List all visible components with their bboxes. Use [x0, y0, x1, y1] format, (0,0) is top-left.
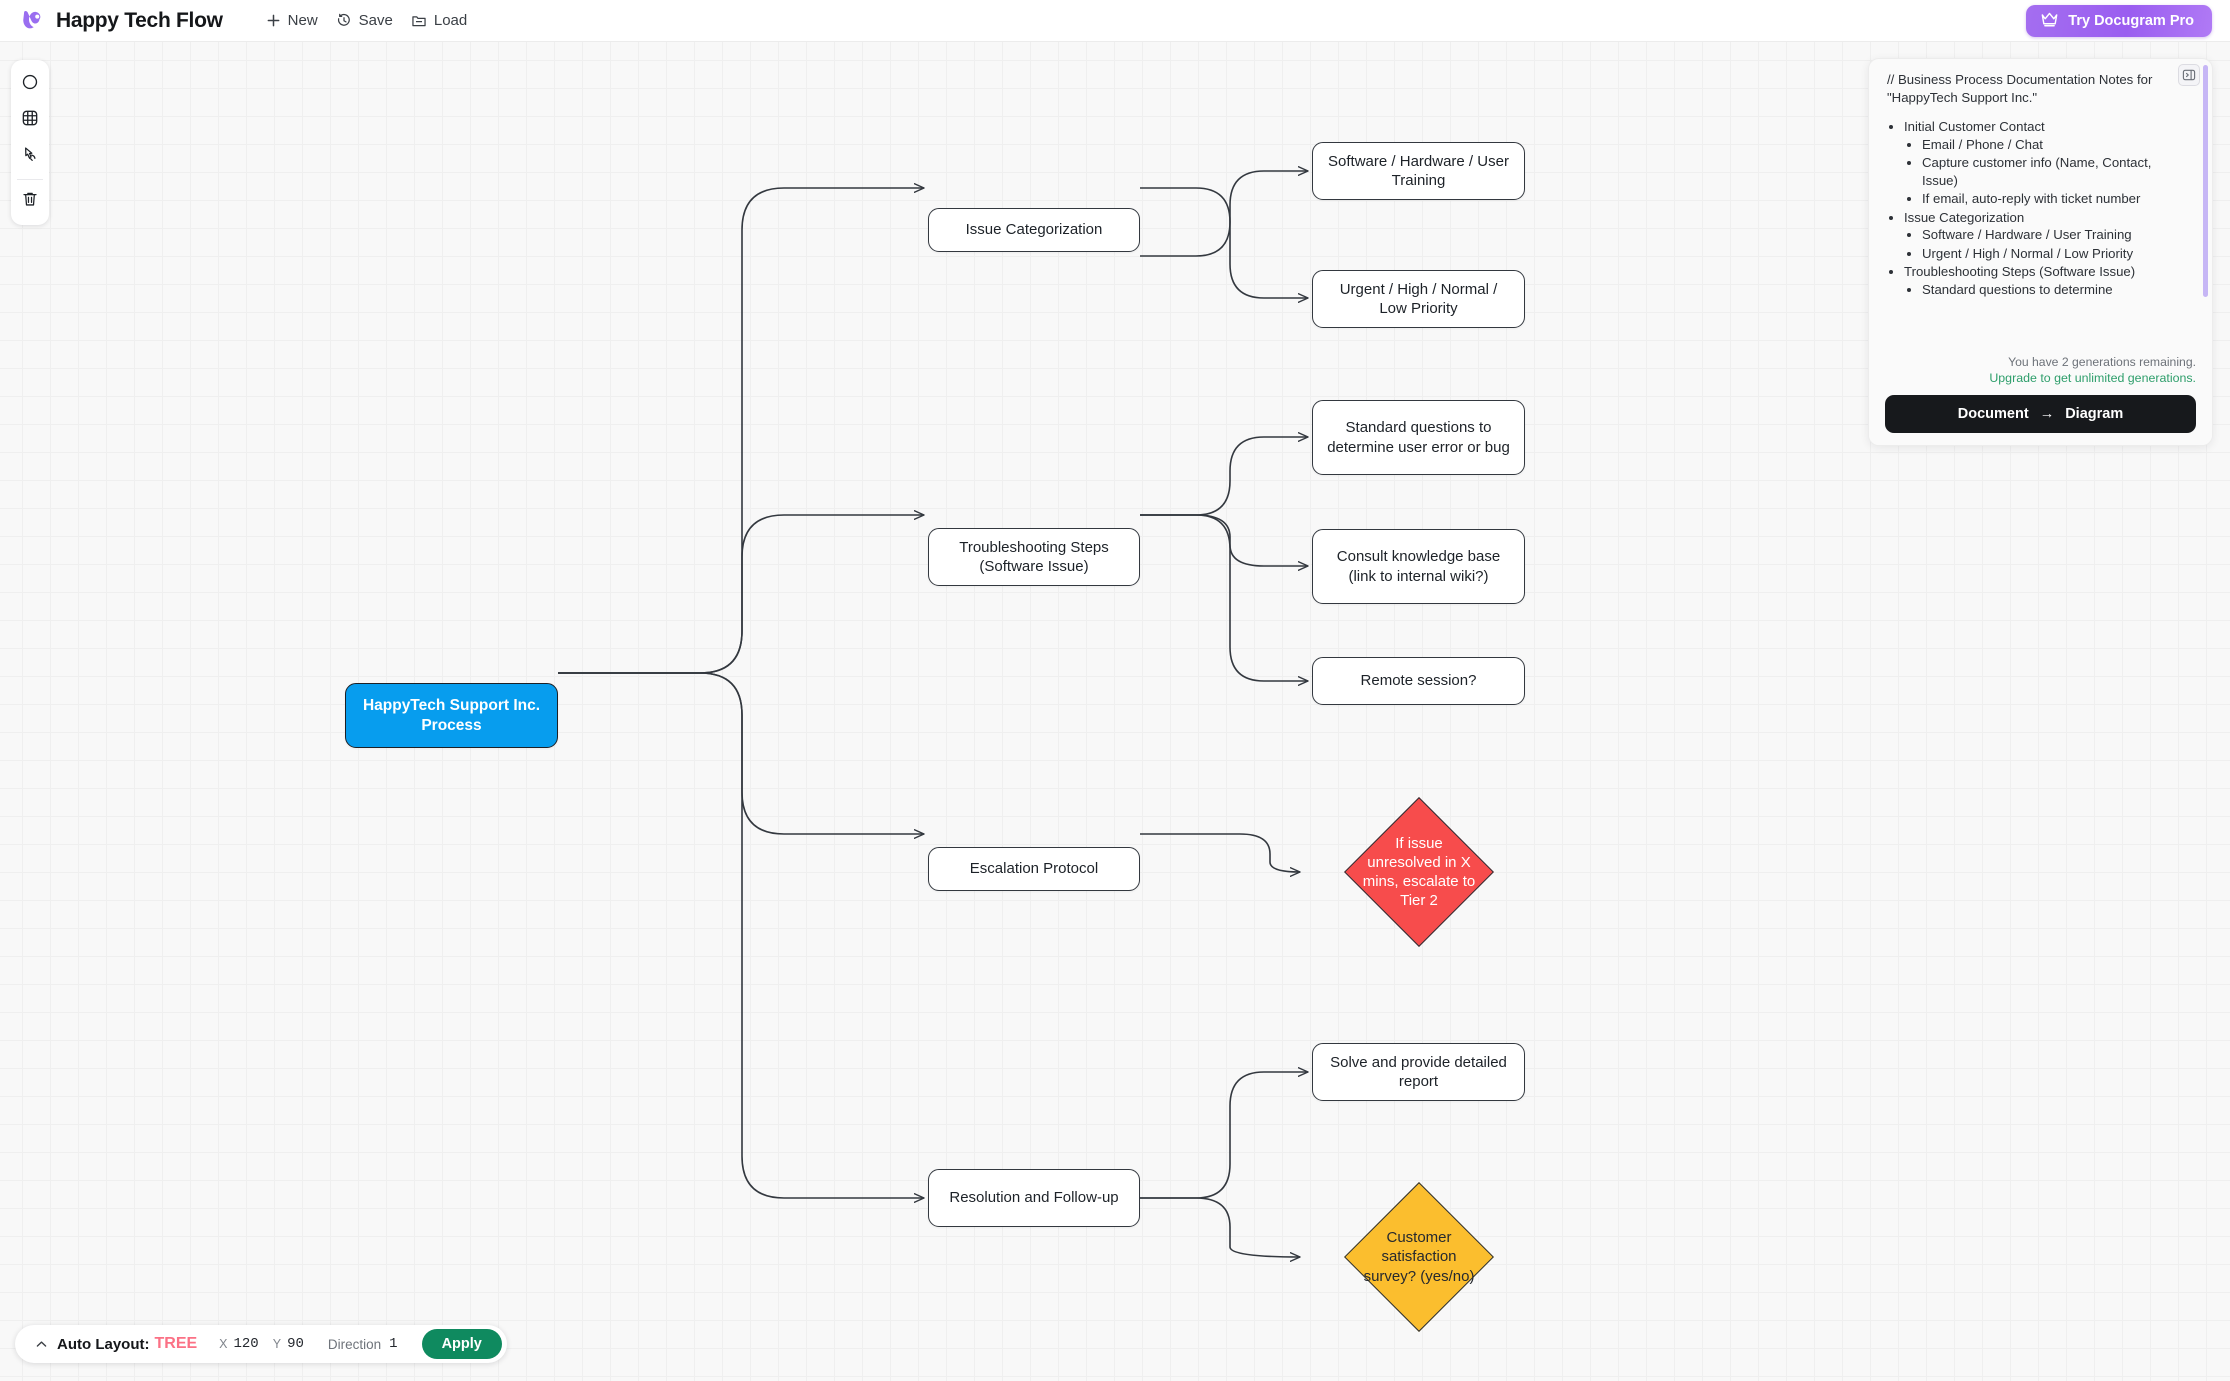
node-label: Troubleshooting Steps (Software Issue) — [959, 538, 1109, 575]
try-pro-label: Try Docugram Pro — [2068, 13, 2194, 29]
pointer-hand-icon — [21, 145, 39, 168]
node-escalation-protocol[interactable]: Escalation Protocol — [928, 847, 1140, 891]
node-label: Escalation Protocol — [969, 860, 1099, 878]
node-standard-questions[interactable]: Standard questions to determine user err… — [1312, 400, 1525, 475]
notes-item: Troubleshooting Steps (Software Issue) S… — [1904, 263, 2190, 298]
direction-input[interactable]: 1 — [389, 1336, 398, 1352]
notes-panel: // Business Process Documentation Notes … — [1868, 58, 2213, 446]
tool-rail — [11, 60, 49, 225]
node-software-hardware-user-training[interactable]: Software / Hardware / User Training — [1312, 142, 1525, 200]
apply-button[interactable]: Apply — [421, 1329, 502, 1359]
rail-divider — [17, 179, 43, 180]
happy-flow-logo-icon — [18, 7, 46, 35]
node-label: Remote session? — [1360, 672, 1477, 690]
notes-sublist: Email / Phone / Chat Capture customer in… — [1922, 136, 2190, 208]
diagram-label: Diagram — [2065, 406, 2124, 422]
crown-icon — [2040, 11, 2059, 32]
notes-sublist: Standard questions to determine — [1922, 281, 2190, 299]
node-remote-session[interactable]: Remote session? — [1312, 657, 1525, 705]
document-label: Document — [1957, 406, 2029, 422]
node-root[interactable]: HappyTech Support Inc. Process — [345, 683, 558, 748]
auto-layout-bar: Auto Layout: TREE X 120 Y 90 Direction 1… — [15, 1325, 507, 1363]
y-label: Y — [272, 1337, 282, 1351]
direction-group: Direction 1 — [328, 1336, 398, 1352]
arrow-right-icon: → — [2039, 406, 2055, 422]
notes-subitem: Software / Hardware / User Training — [1922, 226, 2190, 244]
save-button[interactable]: Save — [327, 7, 402, 34]
y-spacing-group: Y 90 — [273, 1336, 304, 1352]
node-resolution-follow-up[interactable]: Resolution and Follow-up — [928, 1169, 1140, 1227]
new-button[interactable]: New — [257, 7, 327, 34]
notes-sublist: Software / Hardware / User Training Urge… — [1922, 226, 2190, 262]
notes-scrollbar[interactable] — [2203, 65, 2208, 297]
notes-item-label: Initial Customer Contact — [1904, 119, 2045, 135]
grid-tool[interactable] — [15, 105, 45, 135]
save-clock-icon — [336, 13, 352, 29]
chevron-up-icon[interactable] — [35, 1338, 48, 1351]
node-label: Customer satisfaction survey? (yes/no) — [1363, 1229, 1475, 1285]
notes-item-label: Issue Categorization — [1904, 209, 2025, 225]
node-consult-knowledge-base[interactable]: Consult knowledge base (link to internal… — [1312, 529, 1525, 604]
try-docugram-pro-button[interactable]: Try Docugram Pro — [2026, 5, 2212, 37]
load-button-label: Load — [433, 12, 468, 29]
upgrade-link[interactable]: Upgrade to get unlimited generations. — [1989, 371, 2196, 385]
select-tool[interactable] — [15, 141, 45, 171]
node-label: If issue unresolved in X mins, escalate … — [1362, 834, 1476, 910]
shape-circle-tool[interactable] — [15, 69, 45, 99]
node-troubleshooting-steps[interactable]: Troubleshooting Steps (Software Issue) — [928, 528, 1140, 586]
page-title: Happy Tech Flow — [56, 8, 223, 32]
node-label: Solve and provide detailed report — [1330, 1053, 1507, 1090]
trash-icon — [21, 190, 39, 213]
notes-subitem: If email, auto-reply with ticket number — [1922, 190, 2190, 208]
notes-scroll-area[interactable]: // Business Process Documentation Notes … — [1869, 59, 2212, 355]
node-label: Issue Categorization — [965, 221, 1103, 239]
node-issue-categorization[interactable]: Issue Categorization — [928, 208, 1140, 252]
load-button[interactable]: Load — [402, 7, 476, 34]
node-label: Software / Hardware / User Training — [1328, 152, 1509, 189]
node-solve-provide-report[interactable]: Solve and provide detailed report — [1312, 1043, 1525, 1101]
node-label: HappyTech Support Inc. Process — [362, 696, 541, 734]
node-label: Standard questions to determine user err… — [1327, 419, 1510, 456]
flowchart: HappyTech Support Inc. Process Issue Cat… — [0, 42, 2230, 1381]
notes-list: Initial Customer Contact Email / Phone /… — [1904, 118, 2190, 298]
node-escalate-tier-2[interactable]: If issue unresolved in X mins, escalate … — [1315, 782, 1523, 962]
top-toolbar: Happy Tech Flow New Save — [0, 0, 2230, 42]
notes-subitem: Email / Phone / Chat — [1922, 136, 2190, 154]
circle-icon — [21, 73, 39, 96]
node-customer-satisfaction-survey[interactable]: Customer satisfaction survey? (yes/no) — [1315, 1167, 1523, 1347]
x-spacing-group: X 120 — [219, 1336, 259, 1352]
notes-item-label: Troubleshooting Steps (Software Issue) — [1904, 264, 2136, 280]
x-label: X — [219, 1337, 228, 1351]
y-spacing-input[interactable]: 90 — [287, 1336, 304, 1352]
notes-subitem: Capture customer info (Name, Contact, Is… — [1922, 154, 2190, 189]
node-label: Consult knowledge base (link to internal… — [1336, 548, 1501, 585]
notes-header-text: // Business Process Documentation Notes … — [1887, 72, 2153, 105]
diagram-canvas[interactable]: HappyTech Support Inc. Process Issue Cat… — [0, 42, 2230, 1381]
node-priority-levels[interactable]: Urgent / High / Normal / Low Priority — [1312, 270, 1525, 328]
direction-label: Direction — [327, 1336, 382, 1352]
notes-subitem: Urgent / High / Normal / Low Priority — [1922, 245, 2190, 263]
layout-mode-value[interactable]: TREE — [154, 1335, 198, 1352]
x-spacing-input[interactable]: 120 — [233, 1336, 259, 1352]
auto-layout-label: Auto Layout: — [57, 1335, 150, 1353]
node-label: Urgent / High / Normal / Low Priority — [1339, 280, 1498, 317]
generations-remaining-text: You have 2 generations remaining. — [2008, 355, 2196, 369]
notes-footer: You have 2 generations remaining. Upgrad… — [1869, 355, 2212, 445]
delete-tool[interactable] — [15, 186, 45, 216]
notes-item: Issue Categorization Software / Hardware… — [1904, 209, 2190, 263]
document-to-diagram-button[interactable]: Document → Diagram — [1885, 395, 2196, 433]
plus-icon — [266, 13, 281, 28]
save-button-label: Save — [358, 12, 393, 29]
new-button-label: New — [287, 12, 318, 29]
node-label: Resolution and Follow-up — [949, 1189, 1119, 1207]
flowchart-edges — [558, 42, 2230, 1381]
notes-subitem: Standard questions to determine — [1922, 281, 2190, 299]
grid-icon — [21, 109, 39, 132]
panel-collapse-icon[interactable] — [2178, 64, 2200, 86]
notes-item: Initial Customer Contact Email / Phone /… — [1904, 118, 2190, 208]
folder-icon — [411, 13, 427, 29]
